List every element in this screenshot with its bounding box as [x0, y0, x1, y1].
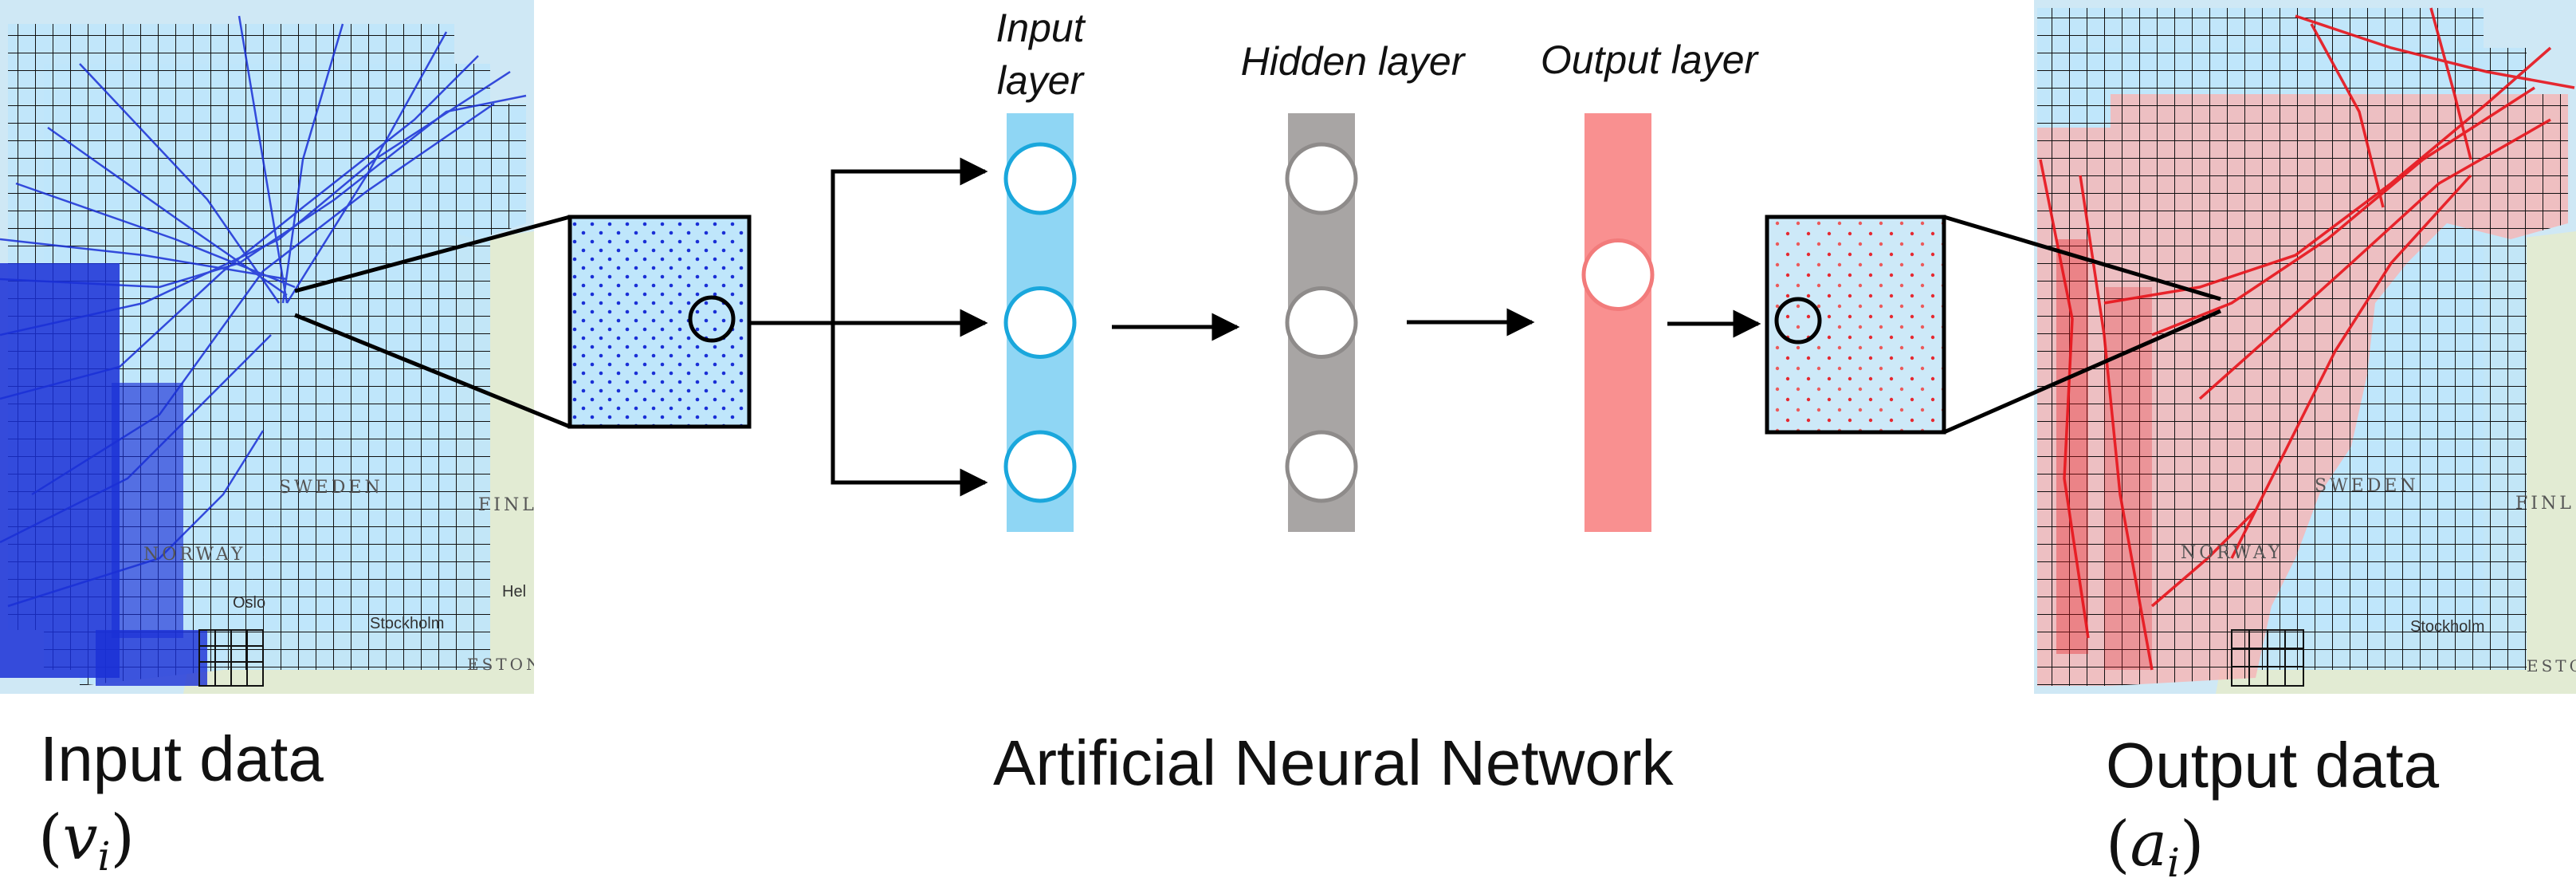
zoom-lines-input: [294, 215, 571, 429]
map-label-sweden: SWEDEN: [279, 478, 383, 498]
input-data-caption: Input data: [40, 723, 324, 794]
network-caption: Artificial Neural Network: [993, 727, 1674, 798]
coarse-grid-input: [198, 629, 264, 687]
output-layer: [1581, 113, 1655, 532]
output-symbol: (ai): [2106, 809, 2205, 886]
selected-point-circle-output: [1774, 297, 1822, 345]
map-label-finland-output: FINL: [2515, 494, 2574, 514]
input-arrows: [749, 157, 988, 497]
output-symbol-subscript: i: [2166, 840, 2180, 886]
output-symbol-base: a: [2130, 809, 2167, 880]
input-symbol: (vi): [38, 802, 135, 880]
coarse-grid-output: [2231, 629, 2304, 687]
output-zoom-inset: [1765, 215, 1946, 435]
map-label-oslo: Oslo: [233, 594, 265, 612]
hidden-neuron-3: [1285, 430, 1358, 503]
map-label-finland: FINL: [478, 495, 537, 515]
zoom-lines-output: [1942, 215, 2222, 435]
input-neuron-1: [1003, 142, 1077, 215]
hidden-layer-label: Hidden layer: [1241, 39, 1467, 84]
layer-arrows: [1112, 308, 1761, 341]
map-label-norway: NORWAY: [143, 545, 245, 565]
map-label-estonia-output: ESTON: [2527, 656, 2576, 675]
grid-stack-output: [2037, 8, 2568, 686]
map-label-helsinki: Hel: [502, 583, 526, 601]
map-label-norway-output: NORWAY: [2181, 543, 2283, 563]
map-label-stockholm: Stockholm: [370, 615, 444, 632]
output-layer-bar: [1584, 113, 1651, 532]
input-layer-label-line1: Input: [995, 6, 1086, 50]
input-symbol-base: v: [62, 802, 98, 874]
input-symbol-subscript: i: [97, 833, 111, 880]
input-layer-label-line2: layer: [997, 58, 1086, 103]
input-map: SWEDEN FINL NORWAY Oslo Stockholm Hel ES…: [0, 0, 544, 694]
input-neuron-2: [1003, 286, 1077, 359]
output-data-caption: Output data: [2106, 730, 2440, 801]
selected-point-circle: [688, 295, 736, 343]
hidden-neuron-2: [1285, 286, 1358, 359]
hidden-layer: [1285, 113, 1358, 532]
output-map: SWEDEN FINL NORWAY Stockholm ESTON: [2034, 0, 2576, 694]
map-label-sweden-output: SWEDEN: [2315, 476, 2419, 496]
hidden-neuron-1: [1285, 142, 1358, 215]
dense-tracks-input: [0, 263, 120, 678]
input-neuron-3: [1003, 430, 1077, 503]
input-zoom-inset: [567, 215, 752, 429]
ship-tracks-output: [2039, 7, 2575, 671]
input-layer: [1003, 113, 1077, 532]
output-neuron-1: [1581, 238, 1655, 311]
map-label-stockholm-output: Stockholm: [2410, 618, 2484, 636]
output-layer-label: Output layer: [1541, 37, 1760, 82]
map-label-estonia: ESTON: [467, 655, 544, 674]
